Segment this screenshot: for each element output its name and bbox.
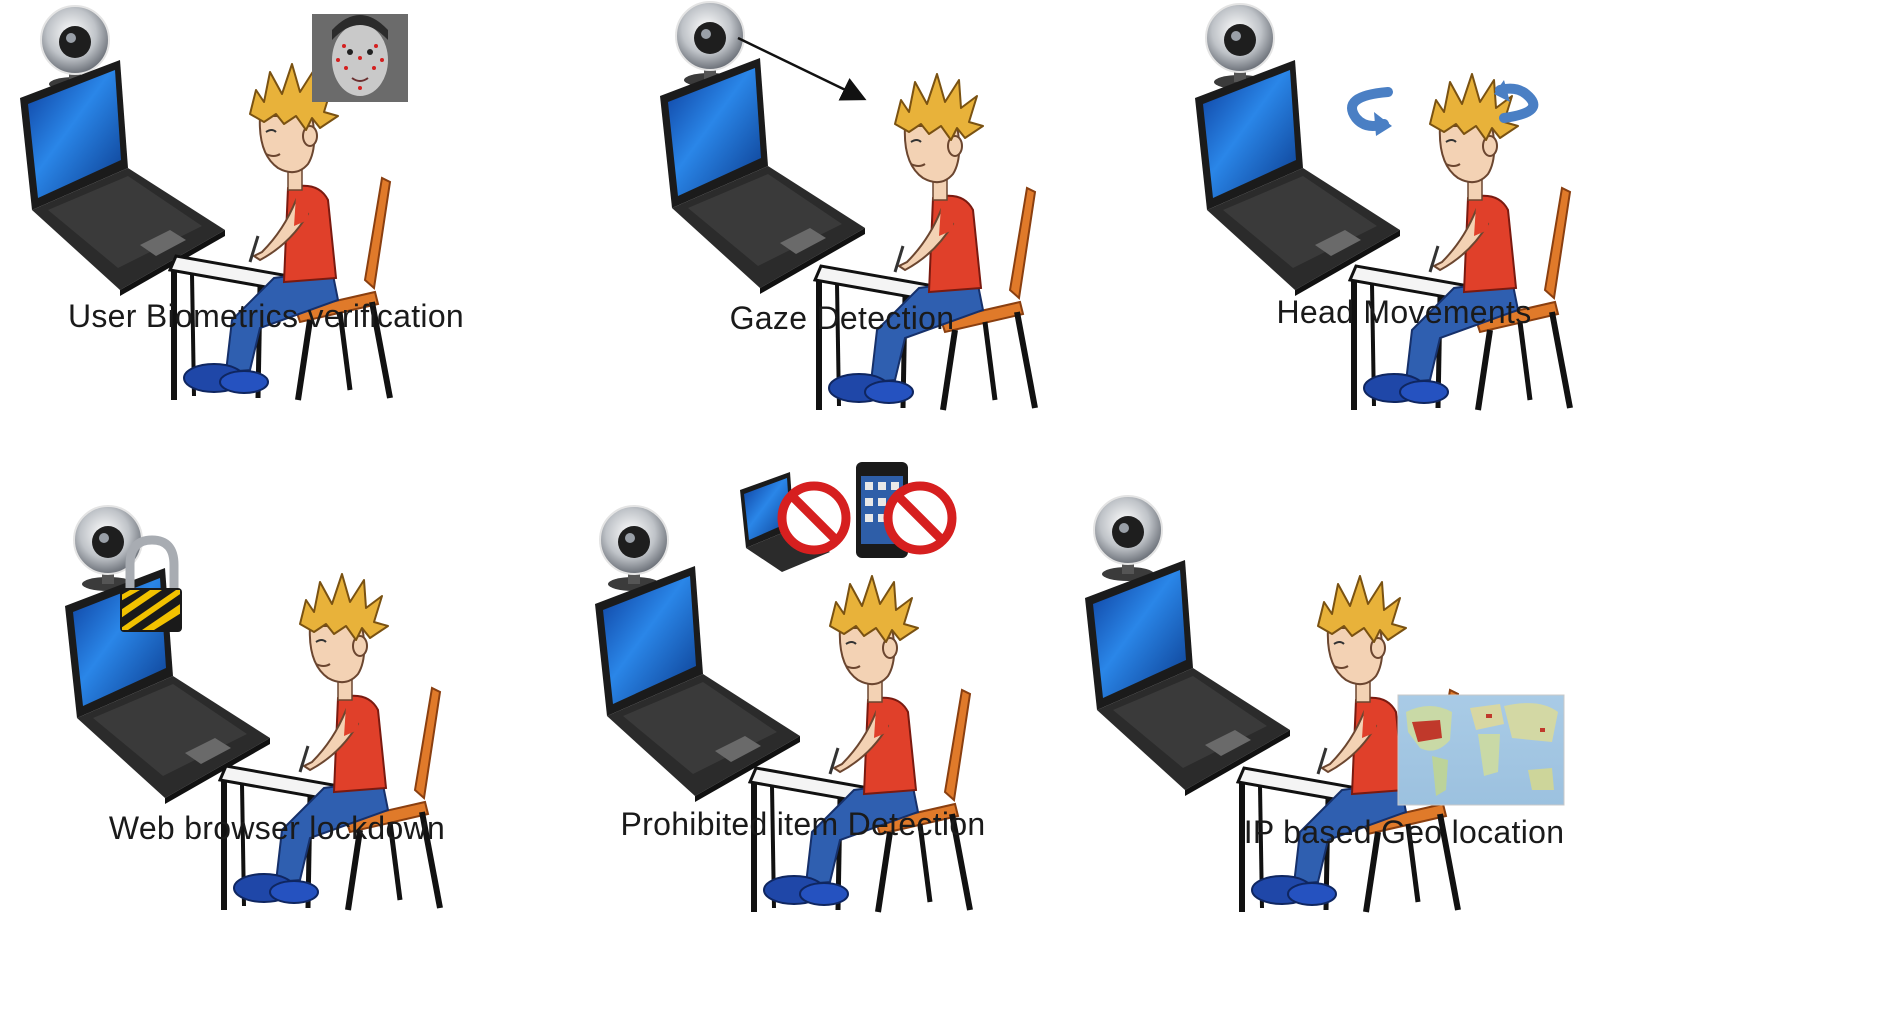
padlock-icon bbox=[120, 535, 182, 632]
webcam-icon bbox=[1093, 495, 1163, 582]
panel-geo bbox=[1085, 495, 1565, 912]
rotate-left-arrow-icon bbox=[1347, 87, 1393, 136]
laptop-icon bbox=[595, 566, 800, 802]
panel-prohibited bbox=[595, 462, 970, 912]
caption-lockdown: Web browser lockdown bbox=[108, 810, 446, 846]
forbidden-icon bbox=[888, 486, 952, 550]
panel-lockdown bbox=[65, 505, 440, 910]
forbidden-icon bbox=[782, 486, 846, 550]
caption-prohibited: Prohibited item Detection bbox=[620, 806, 986, 842]
caption-head: Head Movements bbox=[1276, 294, 1532, 330]
gaze-arrow-icon bbox=[737, 36, 867, 101]
caption-biometrics: User Biometrics verification bbox=[67, 298, 465, 334]
laptop-icon bbox=[1085, 560, 1290, 796]
webcam-icon bbox=[599, 505, 669, 592]
panel-biometrics bbox=[20, 5, 408, 400]
laptop-icon bbox=[660, 58, 865, 294]
world-map-icon bbox=[1397, 694, 1565, 806]
panel-head bbox=[1195, 3, 1570, 410]
panel-gaze bbox=[660, 1, 1035, 410]
face-scan-icon bbox=[312, 14, 408, 102]
rotate-right-arrow-icon bbox=[1494, 80, 1539, 123]
caption-geo: IP based Geo location bbox=[1243, 814, 1565, 850]
caption-gaze: Gaze Detection bbox=[729, 300, 955, 336]
